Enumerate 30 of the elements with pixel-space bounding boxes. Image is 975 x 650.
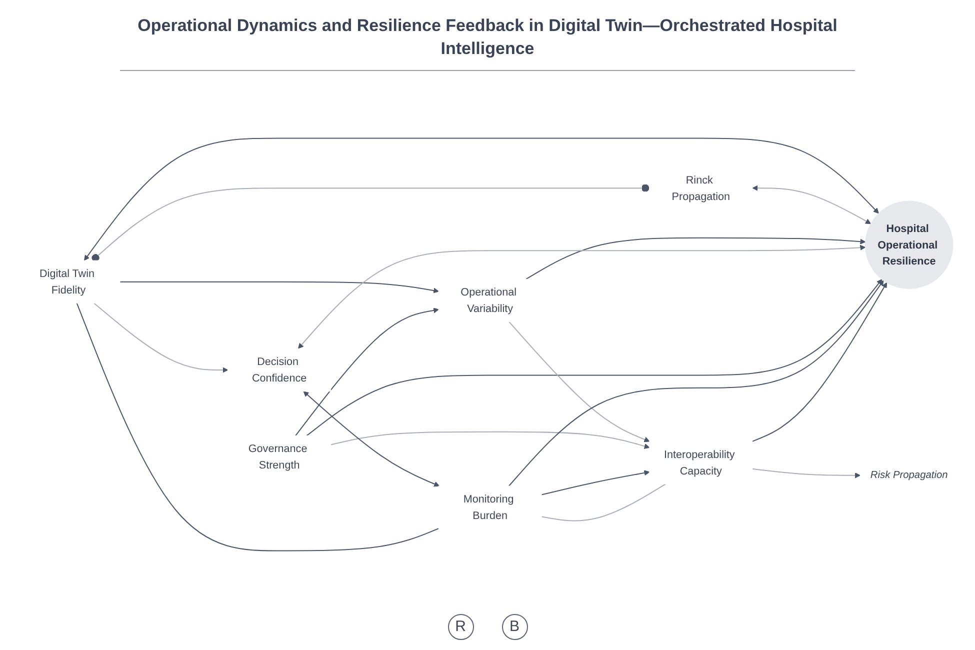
connector <box>92 184 650 262</box>
node-circle: Hospital Operational Resilience <box>864 200 954 290</box>
arrow <box>295 308 439 436</box>
arrow <box>508 321 650 442</box>
loop-marker: R <box>448 614 474 640</box>
arrow <box>330 431 650 449</box>
node-text: Interoperability Capacity <box>664 448 735 477</box>
node-text: Digital Twin Fidelity <box>40 268 95 296</box>
arrow <box>752 468 860 478</box>
arrow <box>84 138 879 261</box>
loop-marker: B <box>502 614 528 640</box>
arrow <box>526 237 866 280</box>
node-text: Governance Strength <box>248 442 308 471</box>
arrow <box>120 281 439 294</box>
arrow <box>303 391 440 487</box>
arrow <box>752 282 888 442</box>
arrow <box>508 280 884 486</box>
diagram-title: Operational Dynamics and Resilience Feedback in Digital Twin—Orchestrated Hospital Intelligence <box>120 14 855 71</box>
arrow <box>541 470 650 496</box>
connector <box>76 302 439 552</box>
arrow <box>752 185 871 224</box>
arrow <box>298 244 866 349</box>
arrow <box>306 279 882 436</box>
node-text: Operational Variability <box>460 286 516 314</box>
node-text: Monitoring Burden <box>463 492 514 522</box>
arrow <box>94 302 228 373</box>
node-text: Decision Confidence <box>252 356 307 384</box>
connector <box>541 484 666 522</box>
node-text: Rinck Propagation <box>672 174 730 202</box>
node-text: Risk Propagation <box>870 470 948 480</box>
